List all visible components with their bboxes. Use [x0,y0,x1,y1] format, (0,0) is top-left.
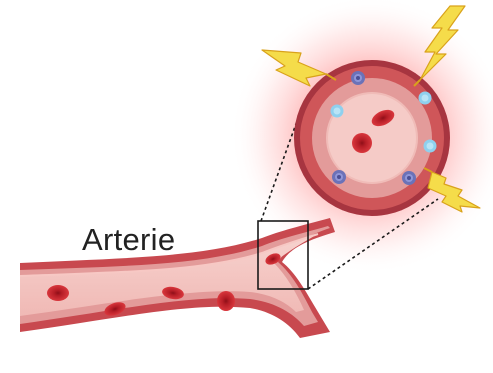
red-blood-cell-icon [217,291,235,311]
artery-cross-section [294,60,450,216]
immune-cell-icon [419,92,432,105]
immune-cell-icon [351,71,365,85]
red-blood-cell-icon [47,285,69,301]
artery-vessel [20,218,335,338]
red-blood-cell-icon [352,133,372,153]
immune-cell-icon [332,170,346,184]
immune-cell-icon [331,105,344,118]
artery-label: Arterie [82,222,175,258]
immune-cell-icon [424,140,437,153]
immune-cell-icon [402,171,416,185]
